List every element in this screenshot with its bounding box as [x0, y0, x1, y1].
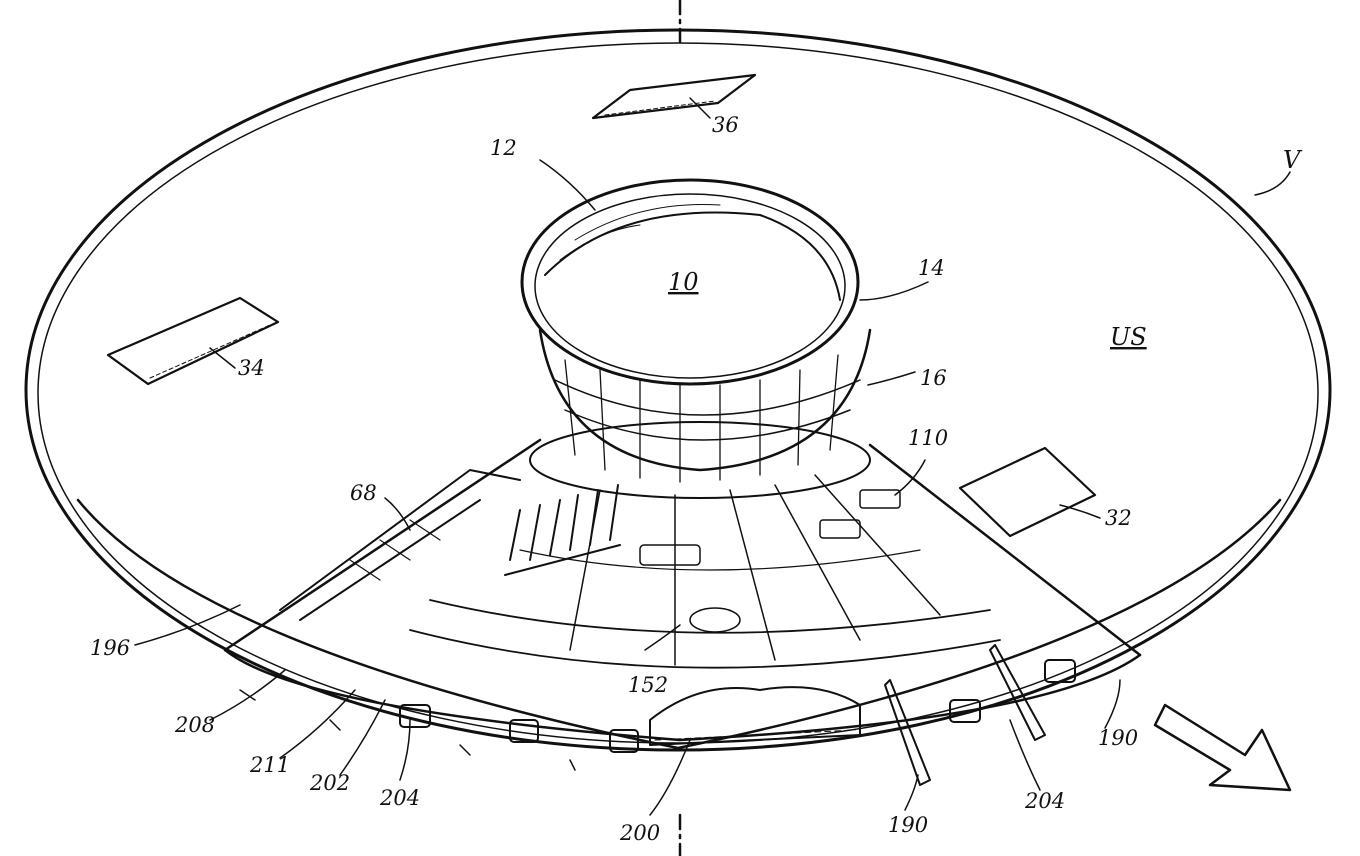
- numeral-32: 32: [1105, 506, 1132, 530]
- direction-arrow: [1153, 703, 1292, 792]
- numeral-204-right: 204: [1024, 789, 1065, 813]
- top-hatch: [591, 73, 757, 120]
- numeral-152: 152: [628, 673, 668, 697]
- leader-lines: [134, 159, 1291, 816]
- center-label: 10: [668, 268, 699, 296]
- numeral-196: 196: [90, 636, 130, 660]
- cutaway-interior: [223, 438, 1142, 786]
- numeral-16: 16: [920, 366, 947, 390]
- numeral-14: 14: [918, 256, 945, 280]
- vehicle-label: V: [1283, 146, 1303, 174]
- numeral-202: 202: [309, 771, 350, 795]
- dome-frame: [529, 328, 872, 499]
- numeral-68: 68: [350, 481, 377, 505]
- left-hatch: [106, 296, 280, 386]
- numeral-204-left: 204: [379, 786, 420, 810]
- numeral-208: 208: [174, 713, 215, 737]
- numeral-190-right: 190: [1098, 726, 1138, 750]
- numeral-12: 12: [490, 136, 517, 160]
- numeral-110: 110: [908, 426, 948, 450]
- dome-canopy: [520, 178, 860, 386]
- numeral-211: 211: [249, 753, 290, 777]
- numeral-190-bottom: 190: [888, 813, 928, 837]
- numeral-34: 34: [238, 356, 265, 380]
- outer-disc: [24, 28, 1332, 752]
- numeral-36: 36: [712, 113, 739, 137]
- numeral-200: 200: [619, 821, 660, 845]
- region-label: US: [1110, 323, 1147, 351]
- right-hatch: [958, 446, 1097, 538]
